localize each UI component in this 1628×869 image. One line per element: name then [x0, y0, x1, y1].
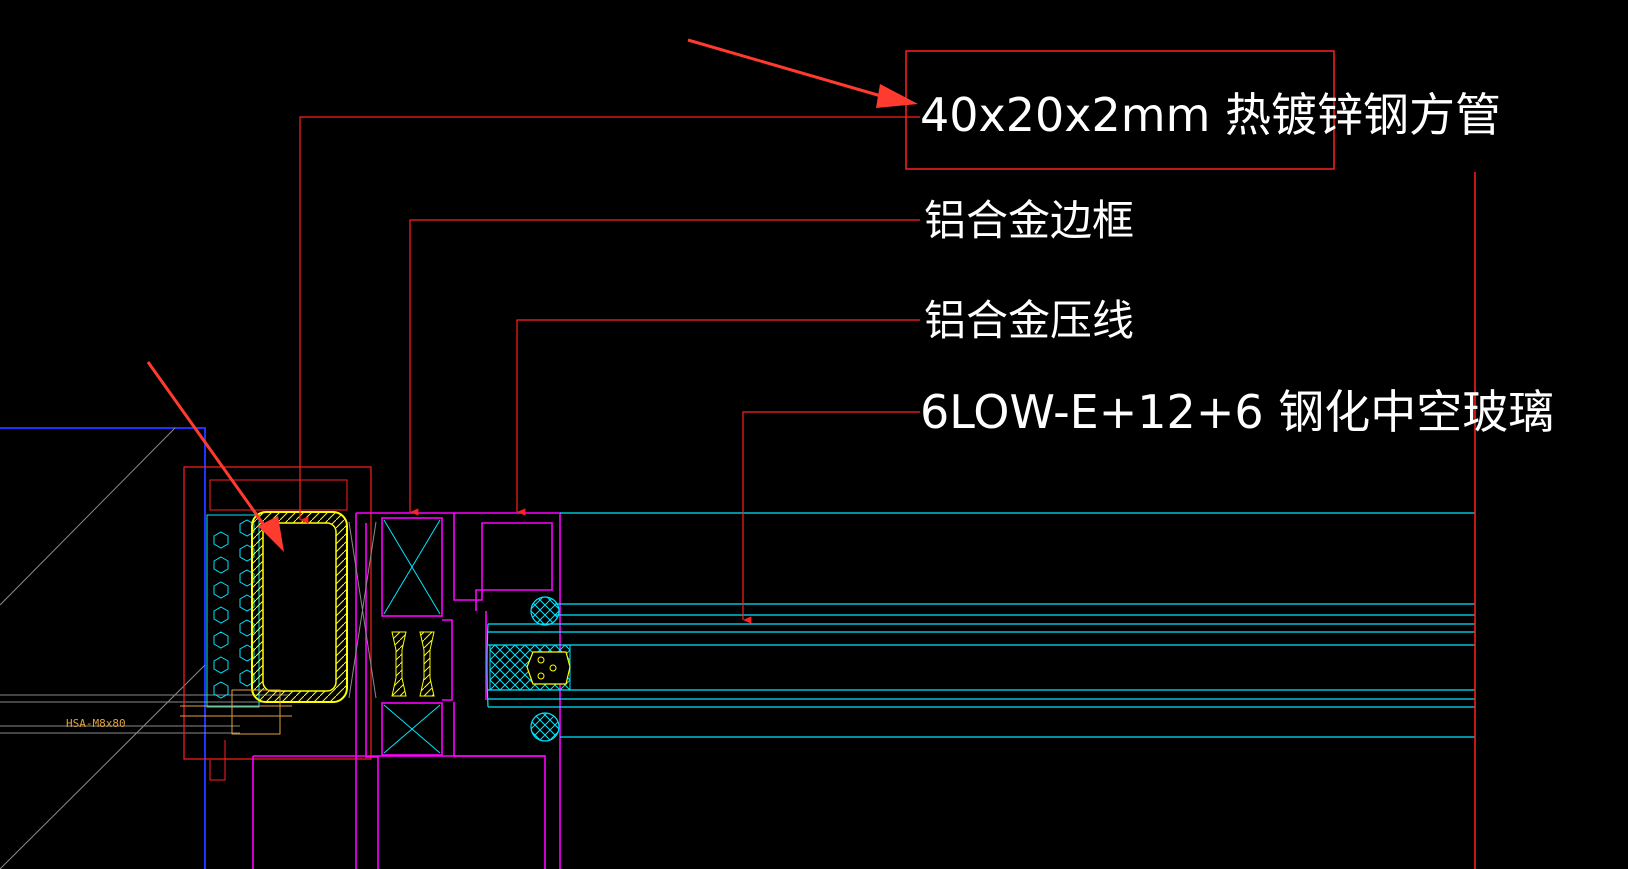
steel-square-tube [251, 511, 348, 703]
wall-structure [0, 427, 290, 869]
aluminum-frame [252, 512, 561, 869]
steel-tube-label: 40x20x2mm 热镀锌钢方管 [920, 88, 1501, 142]
anchor-label: HSA-M8x80 [66, 717, 126, 730]
anchor-bolt: HSA-M8x80 [66, 689, 292, 735]
leader-lines [299, 116, 920, 624]
insulated-glass-unit [486, 512, 1475, 738]
annotation-arrows [146, 38, 918, 552]
insulation-hex-pattern [206, 514, 260, 708]
alu-bead-label: 铝合金压线 [924, 296, 1134, 345]
glass-label: 6LOW-E+12+6 钢化中空玻璃 [920, 385, 1554, 439]
thermal-break-strips [391, 631, 435, 697]
steel-tube-callout-box [905, 50, 1335, 170]
anchor-plate [183, 466, 372, 781]
frame-chamber-marks [348, 519, 441, 754]
alu-frame-label: 铝合金边框 [924, 196, 1134, 245]
glazing-gaskets [489, 596, 571, 742]
